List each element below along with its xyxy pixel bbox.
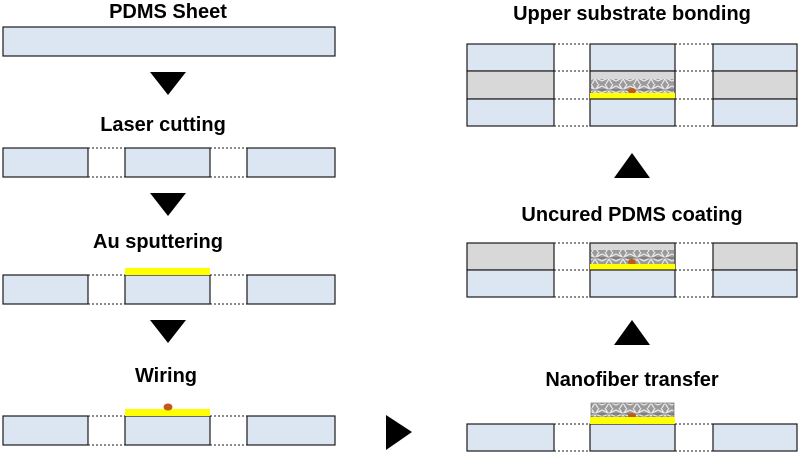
step-label-upper-substrate-bonding: Upper substrate bonding: [513, 3, 751, 25]
step-label-nanofiber-transfer: Nanofiber transfer: [545, 369, 719, 391]
down-arrow-icon: [150, 320, 186, 343]
step-label-pdms-sheet: PDMS Sheet: [109, 1, 227, 23]
laser-cut-layer: [2, 147, 336, 178]
gold-film: [590, 264, 675, 270]
wire-dot: [163, 403, 173, 411]
wiring-layer: [2, 403, 336, 446]
upper-bonding-layer: [466, 43, 798, 127]
step-label-wiring: Wiring: [135, 365, 197, 387]
gold-film: [590, 417, 675, 424]
uncured-coating-layer: [466, 242, 798, 298]
right-arrow-icon: [386, 415, 412, 450]
gold-film: [125, 409, 210, 416]
down-arrow-icon: [150, 193, 186, 216]
step-label-uncured-pdms-coating: Uncured PDMS coating: [521, 204, 742, 226]
up-arrow-icon: [614, 320, 650, 345]
au-sputter-layer: [2, 268, 336, 305]
nanofiber-transfer-layer: [466, 402, 798, 452]
step-label-au-sputtering: Au sputtering: [93, 231, 223, 253]
wire-dot: [628, 259, 636, 265]
gold-film: [590, 93, 675, 99]
wire-dot: [628, 88, 636, 94]
nanofiber-mat: [591, 250, 674, 264]
up-arrow-icon: [614, 153, 650, 178]
nanofiber-mat: [591, 79, 674, 93]
down-arrow-icon: [150, 72, 186, 95]
gold-film: [125, 268, 210, 275]
step-label-laser-cutting: Laser cutting: [100, 114, 226, 136]
pdms-sheet-layer: [2, 26, 336, 57]
